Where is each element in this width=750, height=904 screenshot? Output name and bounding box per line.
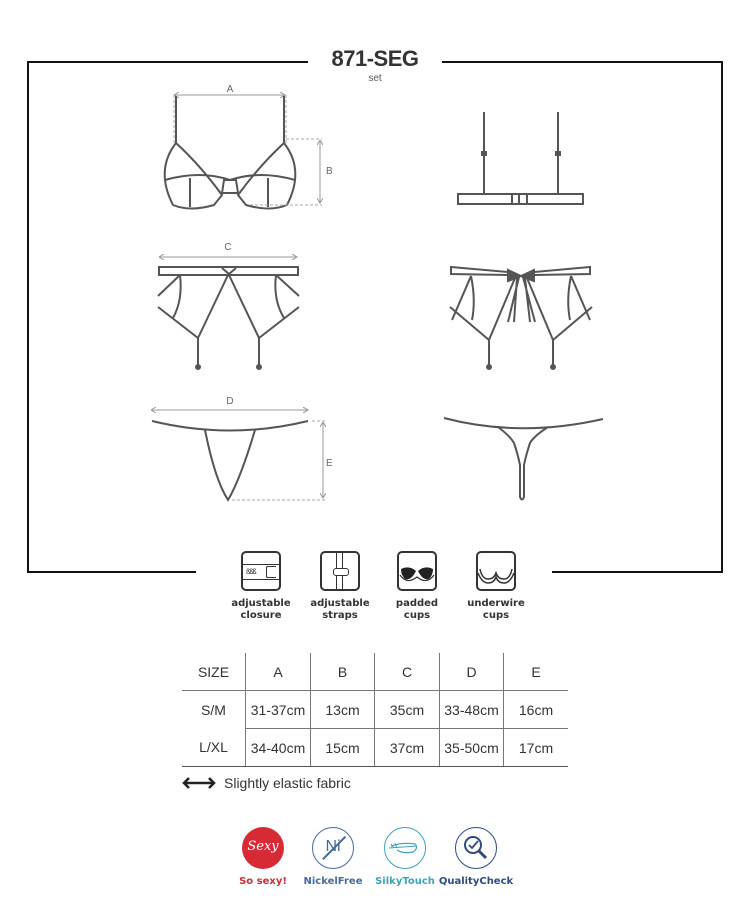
- badge-nickel-free: Ni NickelFree: [293, 827, 373, 887]
- label-c: C: [224, 242, 231, 253]
- badge-label: QualityCheck: [438, 876, 514, 887]
- silky-touch-icon: [384, 827, 426, 869]
- size-cell: S/M: [182, 690, 246, 729]
- garter-belt-back-drawing: [449, 265, 593, 370]
- product-subtitle: set: [368, 73, 382, 84]
- elastic-note-text: Slightly elastic fabric: [224, 775, 351, 791]
- feature-label-line1: underwire: [467, 598, 525, 609]
- frame-top-left: [28, 61, 308, 63]
- feature-label-line2: straps: [322, 610, 358, 621]
- feature-label-line2: cups: [403, 610, 431, 621]
- header-cell: A: [245, 653, 311, 691]
- sexy-icon: Sexy: [242, 827, 284, 869]
- label-b: B: [326, 166, 333, 177]
- elastic-note: Slightly elastic fabric: [182, 775, 351, 791]
- badge-label: SilkyTouch: [375, 876, 435, 887]
- value-cell: 17cm: [503, 728, 568, 767]
- value-cell: 31-37cm: [245, 690, 311, 729]
- badge-label: NickelFree: [303, 876, 363, 887]
- bra-front-drawing: [163, 95, 322, 210]
- nickel-free-icon: Ni: [312, 827, 354, 869]
- frame-top-right: [442, 61, 723, 63]
- feature-label-line2: closure: [240, 610, 282, 621]
- table-row: S/M 31-37cm 13cm 35cm 33-48cm 16cm: [182, 690, 568, 729]
- underwire-cups-icon: [476, 551, 516, 591]
- technical-drawings: A B C: [0, 84, 604, 502]
- adjustable-closure-icon: ßßß: [241, 551, 281, 591]
- product-code: 871-SEG: [331, 46, 420, 71]
- quality-check-icon: [455, 827, 497, 869]
- value-cell: 16cm: [503, 690, 568, 729]
- feature-label-line2: cups: [482, 610, 510, 621]
- badge-silky-touch: SilkyTouch: [365, 827, 445, 887]
- badge-so-sexy: Sexy So sexy!: [223, 827, 303, 887]
- padded-cups-icon: [397, 551, 437, 591]
- table-row: L/XL 34-40cm 15cm 37cm 35-50cm 17cm: [182, 728, 568, 767]
- value-cell: 37cm: [374, 728, 440, 767]
- double-arrow-icon: [182, 777, 216, 789]
- thong-back-drawing: [443, 417, 604, 501]
- badge-label: So sexy!: [239, 876, 287, 887]
- header-cell: SIZE: [182, 653, 246, 691]
- header-cell: B: [310, 653, 375, 691]
- value-cell: 35-50cm: [439, 728, 504, 767]
- label-a: A: [227, 84, 234, 95]
- feature-label-line1: padded: [395, 598, 439, 609]
- size-table: SIZE A B C D E S/M 31-37cm 13cm 35cm 33-…: [182, 653, 568, 767]
- table-header-row: SIZE A B C D E: [182, 653, 568, 691]
- thong-front-drawing: [152, 410, 325, 502]
- frame-right: [721, 61, 723, 573]
- feature-label-line1: adjustable: [310, 598, 370, 609]
- feature-label-line1: adjustable: [231, 598, 291, 609]
- sexy-icon-text: Sexy: [247, 839, 279, 854]
- bra-back-drawing: [457, 112, 584, 205]
- size-cell: L/XL: [182, 728, 246, 767]
- value-cell: 34-40cm: [245, 728, 311, 767]
- value-cell: 15cm: [310, 728, 375, 767]
- header-cell: E: [503, 653, 568, 691]
- frame-bottom-left: [27, 571, 196, 573]
- header-cell: D: [439, 653, 504, 691]
- badge-quality-check: QualityCheck: [436, 827, 516, 887]
- value-cell: 13cm: [310, 690, 375, 729]
- garter-belt-front-drawing: [157, 257, 300, 370]
- value-cell: 33-48cm: [439, 690, 504, 729]
- label-d: D: [226, 396, 233, 407]
- frame-bottom-right: [552, 571, 723, 573]
- frame-left: [27, 61, 29, 573]
- header-cell: C: [374, 653, 440, 691]
- adjustable-straps-icon: [320, 551, 360, 591]
- label-e: E: [326, 458, 333, 469]
- value-cell: 35cm: [374, 690, 440, 729]
